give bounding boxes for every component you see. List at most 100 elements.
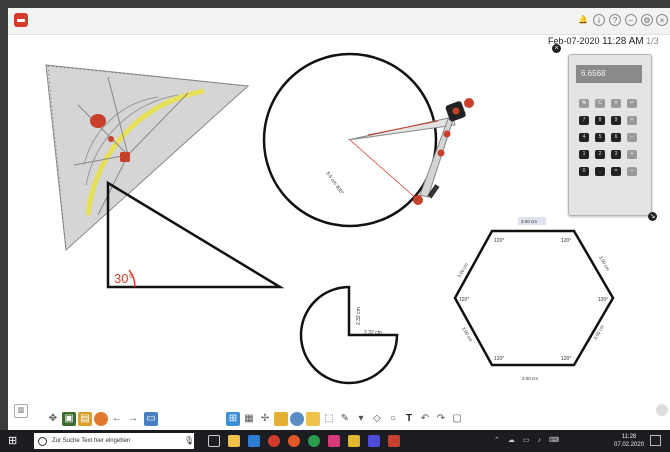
calculator-key[interactable]: = bbox=[611, 167, 621, 176]
hexagon-angle-label: 120° bbox=[494, 238, 504, 244]
hexagon-angle-label: 120° bbox=[561, 238, 571, 244]
hexagon-angle-label: 120° bbox=[598, 297, 608, 303]
windows-icon[interactable]: ⊞ bbox=[226, 412, 240, 426]
screen-icon[interactable]: ▭ bbox=[144, 412, 158, 426]
globe-icon[interactable] bbox=[290, 412, 304, 426]
hexagon-shape[interactable]: 3.00 cm 3.00 cm 3.00 cm 3.00 cm 3.00 cm … bbox=[453, 217, 615, 381]
calculator-key[interactable]: ± bbox=[611, 99, 621, 108]
sector-shape[interactable]: 2.32 cm 2.32 cm bbox=[299, 285, 399, 385]
eraser-icon[interactable]: ◇ bbox=[373, 413, 381, 424]
taskbar-search-placeholder: Zur Suche Text hier eingeben bbox=[52, 438, 131, 444]
pen-icon[interactable]: ✎ bbox=[340, 413, 350, 424]
set-square-ruler[interactable] bbox=[45, 64, 250, 252]
clock-date: 07.02.2020 bbox=[614, 442, 645, 448]
sector-vertical-label: 2.32 cm bbox=[356, 307, 362, 325]
drawing-canvas[interactable]: 30° 8.5 cm 300° 2.32 cm 2.32 cm bbox=[8, 35, 670, 405]
taskbar-clock[interactable]: 11:28 07.02.2020 bbox=[614, 433, 644, 449]
windows-start-icon[interactable]: ⊞ bbox=[8, 435, 18, 447]
file-explorer-icon[interactable] bbox=[228, 435, 240, 447]
date-text: Feb-07-2020 bbox=[548, 36, 600, 46]
minimize-icon[interactable]: – bbox=[625, 14, 637, 26]
microphone-icon[interactable]: 🎙 bbox=[184, 436, 195, 445]
search-icon bbox=[38, 437, 47, 446]
calculator-key[interactable]: 7 bbox=[579, 116, 589, 125]
bell-icon[interactable]: 🔔 bbox=[578, 15, 588, 24]
app-icon[interactable] bbox=[268, 435, 280, 447]
calculator-key[interactable]: 6 bbox=[611, 133, 621, 142]
radius-label: 8.5 cm 300° bbox=[324, 171, 344, 196]
taskbar-search-box[interactable]: Zur Suche Text hier eingeben 🎙 bbox=[34, 433, 194, 449]
browser-icon[interactable] bbox=[94, 412, 108, 426]
calculator-key[interactable]: C bbox=[595, 99, 605, 108]
info-icon[interactable]: i bbox=[593, 14, 605, 26]
highlighter-icon[interactable]: ▾ bbox=[358, 413, 364, 424]
app-logo-icon[interactable] bbox=[14, 13, 28, 27]
undo-icon[interactable]: ↶ bbox=[420, 413, 430, 424]
task-view-icon[interactable] bbox=[208, 435, 220, 447]
calculator-key[interactable]: 5 bbox=[595, 133, 605, 142]
pan-icon[interactable]: ✢ bbox=[260, 413, 270, 424]
calculator-resize-icon[interactable]: ↘ bbox=[648, 212, 657, 221]
compass-pencil-handle[interactable] bbox=[413, 195, 423, 205]
system-tray-icons[interactable]: ⌃☁▭♪⌨ bbox=[494, 437, 568, 444]
page-icon[interactable]: ▢ bbox=[452, 413, 462, 424]
app-icon[interactable] bbox=[348, 435, 360, 447]
calculator-key[interactable]: + bbox=[627, 150, 637, 159]
date-time-display: Feb-07-2020 11:28 AM 1/3 bbox=[548, 36, 659, 47]
ruler-pivot-handle[interactable] bbox=[108, 136, 114, 142]
clock-time: 11:28 bbox=[621, 434, 637, 440]
folder-icon[interactable] bbox=[274, 412, 288, 426]
ruler-move-handle[interactable] bbox=[120, 152, 130, 162]
calculator-key[interactable]: 9 bbox=[611, 116, 621, 125]
calculator-key[interactable]: − bbox=[627, 133, 637, 142]
hexagon-top-side-label: 3.00 cm bbox=[521, 219, 537, 224]
calculator-key[interactable]: 8 bbox=[595, 116, 605, 125]
undo-arrow-icon[interactable]: ← bbox=[112, 413, 122, 424]
capture-icon[interactable]: ▦ bbox=[244, 413, 254, 424]
image-icon[interactable]: ▣ bbox=[62, 412, 76, 426]
whiteboard-app-taskbar-icon[interactable] bbox=[388, 435, 400, 447]
calculator-close-icon[interactable]: × bbox=[552, 44, 561, 53]
right-triangle-shape[interactable]: 30° bbox=[106, 180, 285, 289]
notification-icon[interactable] bbox=[650, 435, 661, 446]
hexagon-bottom-side-label: 3.00 cm bbox=[522, 376, 538, 381]
calculator-key[interactable]: 3 bbox=[611, 150, 621, 159]
help-icon[interactable]: ? bbox=[609, 14, 621, 26]
settings-icon[interactable]: ⚙ bbox=[641, 14, 653, 26]
calculator-key[interactable]: 4 bbox=[579, 133, 589, 142]
app-icon[interactable] bbox=[328, 435, 340, 447]
close-icon[interactable]: × bbox=[656, 14, 668, 26]
compass-rotate-handle[interactable] bbox=[464, 98, 474, 108]
calculator-key[interactable]: 0 bbox=[579, 167, 589, 176]
calculator-key[interactable]: . bbox=[595, 167, 605, 176]
calculator-key[interactable]: 2 bbox=[595, 150, 605, 159]
hand-icon[interactable] bbox=[306, 412, 320, 426]
firefox-icon[interactable] bbox=[288, 435, 300, 447]
ruler-rotate-handle[interactable] bbox=[90, 114, 106, 128]
calculator-key[interactable]: ÷ bbox=[627, 167, 637, 176]
calculator-key[interactable]: × bbox=[627, 116, 637, 125]
compass-adjust-handle[interactable] bbox=[443, 130, 451, 138]
chrome-icon[interactable] bbox=[308, 435, 320, 447]
move-icon[interactable]: ✥ bbox=[48, 413, 58, 424]
shape-icon[interactable]: ○ bbox=[389, 413, 397, 424]
select-icon[interactable]: ⬚ bbox=[324, 413, 334, 424]
redo-arrow-icon[interactable]: → bbox=[128, 413, 138, 424]
gallery-icon[interactable]: ▤ bbox=[78, 412, 92, 426]
sector-horizontal-label: 2.32 cm bbox=[364, 330, 382, 336]
compass-lock-handle[interactable] bbox=[437, 149, 445, 157]
edge-icon[interactable] bbox=[248, 435, 260, 447]
compass-tool[interactable] bbox=[347, 98, 474, 205]
calculator-key[interactable]: % bbox=[579, 99, 589, 108]
text-tool-icon[interactable]: T bbox=[405, 413, 413, 424]
app-menu-icon[interactable] bbox=[656, 404, 668, 416]
app-icon[interactable] bbox=[368, 435, 380, 447]
hexagon-angle-label: 120° bbox=[459, 297, 469, 303]
page-list-icon[interactable]: ▥ bbox=[14, 404, 28, 418]
redo-icon[interactable]: ↷ bbox=[436, 413, 446, 424]
page-indicator[interactable]: 1/3 bbox=[646, 36, 659, 46]
calculator-key[interactable]: 1 bbox=[579, 150, 589, 159]
calculator-key[interactable]: ↵ bbox=[627, 99, 637, 108]
time-text: 11:28 AM bbox=[602, 36, 644, 47]
